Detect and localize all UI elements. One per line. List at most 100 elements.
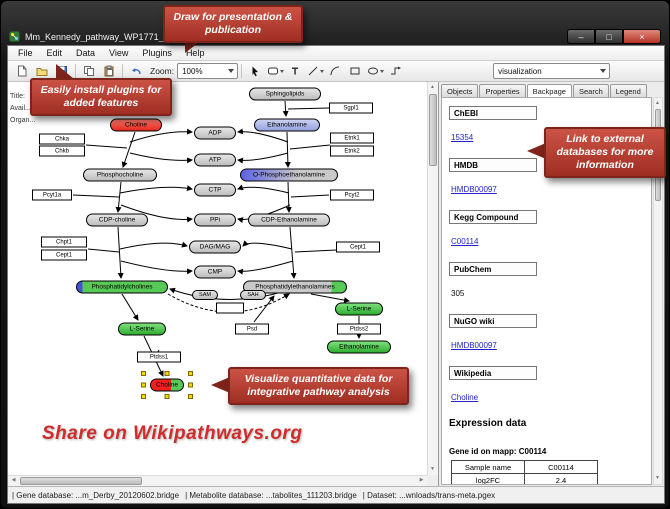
paste-button[interactable]: [99, 63, 119, 80]
connector-tool-button[interactable]: [385, 63, 405, 80]
backpage-link-chebi[interactable]: 15354: [451, 133, 474, 142]
pathway-canvas[interactable]: Title: Avail... Organ...: [8, 82, 427, 475]
pathway-node-sam[interactable]: SAM: [192, 290, 218, 300]
undo-button[interactable]: [126, 63, 146, 80]
oval-tool-button[interactable]: [365, 63, 385, 80]
menu-file[interactable]: File: [18, 48, 33, 58]
tab-search[interactable]: Search: [572, 84, 609, 98]
tab-objects[interactable]: Objects: [441, 84, 479, 98]
pathway-node-sphingolipids[interactable]: Sphingolipids: [249, 87, 321, 101]
pathway-node-pcyt2[interactable]: Pcyt2: [330, 189, 374, 201]
pathway-node-cdp-ethanolamine[interactable]: CDP-Ethanolamine: [248, 213, 330, 227]
visualization-combobox[interactable]: visualization: [493, 63, 611, 79]
canvas-horizontal-scrollbar[interactable]: ◀ ▶: [8, 475, 427, 486]
pathway-node-ctp[interactable]: CTP: [194, 183, 236, 197]
maximize-button[interactable]: □: [595, 29, 623, 44]
close-button[interactable]: ×: [623, 29, 661, 44]
scroll-down-icon[interactable]: ▼: [430, 466, 435, 472]
chevron-down-icon: [379, 69, 384, 73]
line-tool-button[interactable]: [305, 63, 325, 80]
callout-visualize: Visualize quantitative data for integrat…: [228, 367, 409, 406]
expression-table: Sample name C00114 log2FC 2.4 pvalue 7.8…: [451, 460, 598, 484]
tab-legend[interactable]: Legend: [609, 84, 647, 98]
pathway-node-atp[interactable]: ATP: [194, 153, 236, 167]
backpage-link-wikipedia[interactable]: Choline: [451, 393, 479, 402]
menu-data[interactable]: Data: [76, 48, 96, 58]
pathway-node-choline-selected[interactable]: Choline: [150, 378, 184, 392]
datanode-tool-button[interactable]: [265, 63, 285, 80]
selection-handle[interactable]: [141, 394, 146, 399]
pathway-node-chkb[interactable]: Chkb: [39, 145, 85, 157]
copy-button[interactable]: [79, 63, 99, 80]
selection-handle[interactable]: [141, 371, 146, 376]
pathway-node-cept1-left[interactable]: Cept1: [41, 249, 87, 261]
menu-edit[interactable]: Edit: [46, 48, 63, 58]
pathway-node-ptdss2[interactable]: Ptdss2: [337, 323, 381, 335]
selection-handle[interactable]: [188, 371, 193, 376]
scrollbar-thumb[interactable]: [20, 477, 142, 485]
canvas-vertical-scrollbar[interactable]: ▲ ▼: [427, 82, 438, 475]
selection-handle[interactable]: [141, 382, 146, 388]
pathway-node-pcyt1a[interactable]: Pcyt1a: [32, 189, 72, 201]
backpage-section-pubchem: PubChem 305: [449, 262, 644, 301]
pathway-node-o-phosphoethanolamine[interactable]: O-Phosphoethanolamine: [240, 168, 338, 182]
pathway-node-ethanolamine-bottom[interactable]: Ethanolamine: [327, 340, 391, 354]
chevron-down-icon: [600, 69, 607, 73]
pathway-node-phosphatidylethanolamines[interactable]: Phosphatidylethanolamines: [243, 280, 347, 294]
pathway-node-choline[interactable]: Choline: [110, 118, 162, 132]
selection-handle[interactable]: [164, 371, 170, 376]
toolbar-separator: [122, 64, 123, 78]
zoom-value: 100%: [182, 66, 203, 76]
zoom-combobox[interactable]: 100%: [177, 63, 239, 79]
pathway-node-ppi[interactable]: PPi: [194, 213, 236, 227]
pathway-node-l-serine-left[interactable]: L-Serine: [118, 322, 166, 336]
callout-plugins: Easily install plugins for added feature…: [30, 78, 172, 117]
selection-handle[interactable]: [164, 394, 170, 399]
pathway-node-l-serine-right[interactable]: L-Serine: [335, 302, 383, 316]
scroll-down-icon[interactable]: ▼: [655, 475, 660, 481]
pathway-node-pemt[interactable]: Pemt: [216, 302, 244, 314]
scroll-up-icon[interactable]: ▲: [655, 100, 660, 106]
scroll-right-icon[interactable]: ▶: [419, 477, 424, 483]
menu-plugins[interactable]: Plugins: [142, 48, 172, 58]
pathway-node-dag-mag[interactable]: DAG/MAG: [189, 240, 241, 254]
select-tool-button[interactable]: [245, 63, 265, 80]
pathway-node-etnk2[interactable]: Etnk2: [330, 145, 374, 157]
arc-tool-button[interactable]: [325, 63, 345, 80]
backpage-link-hmdb[interactable]: HMDB00097: [451, 185, 497, 194]
pathway-node-phosphatidylcholines[interactable]: Phosphatidylcholines: [76, 280, 168, 294]
selection-handle[interactable]: [188, 382, 193, 388]
backpage-link-kegg[interactable]: C00114: [451, 237, 479, 246]
pathway-node-cept1-right[interactable]: Cept1: [336, 241, 380, 253]
pathway-node-sgpl1[interactable]: Sgpl1: [329, 102, 373, 114]
new-button[interactable]: [12, 63, 32, 80]
open-button[interactable]: [32, 63, 52, 80]
statusbar: | Gene database: ...m_Derby_20120602.bri…: [8, 486, 664, 503]
pathway-node-chka[interactable]: Chka: [39, 133, 85, 145]
backpage-link-nugo[interactable]: HMDB00097: [451, 341, 497, 350]
pathway-node-etnk1[interactable]: Etnk1: [330, 132, 374, 144]
scrollbar-thumb[interactable]: [429, 94, 437, 166]
pathway-node-cmp[interactable]: CMP: [194, 265, 236, 279]
share-annotation: Share on Wikipathways.org: [42, 423, 303, 444]
tab-backpage[interactable]: Backpage: [526, 84, 572, 98]
toolbar: Zoom: 100%: [8, 61, 664, 82]
pathway-node-ethanolamine[interactable]: Ethanolamine: [254, 118, 320, 132]
menu-view[interactable]: View: [109, 48, 129, 58]
pathway-node-cdp-choline[interactable]: CDP-choline: [86, 213, 148, 227]
label-tool-button[interactable]: [285, 63, 305, 80]
pathway-node-phosphocholine[interactable]: Phosphocholine: [83, 168, 157, 182]
scroll-left-icon[interactable]: ◀: [11, 477, 16, 483]
callout-tail: [56, 64, 74, 79]
pathway-node-adp[interactable]: ADP: [194, 126, 236, 140]
menu-help[interactable]: Help: [185, 48, 205, 58]
pathway-node-sah[interactable]: SAH: [240, 290, 266, 300]
scroll-up-icon[interactable]: ▲: [430, 84, 435, 90]
tab-properties[interactable]: Properties: [479, 84, 526, 98]
pathway-node-psd[interactable]: Psd: [235, 323, 269, 335]
pathway-node-ptdss1[interactable]: Ptdss1: [137, 351, 181, 363]
pathway-node-chpt1[interactable]: Chpt1: [41, 236, 87, 248]
minimize-button[interactable]: –: [567, 29, 595, 44]
selection-handle[interactable]: [188, 394, 193, 399]
rectangle-tool-button[interactable]: [345, 63, 365, 80]
